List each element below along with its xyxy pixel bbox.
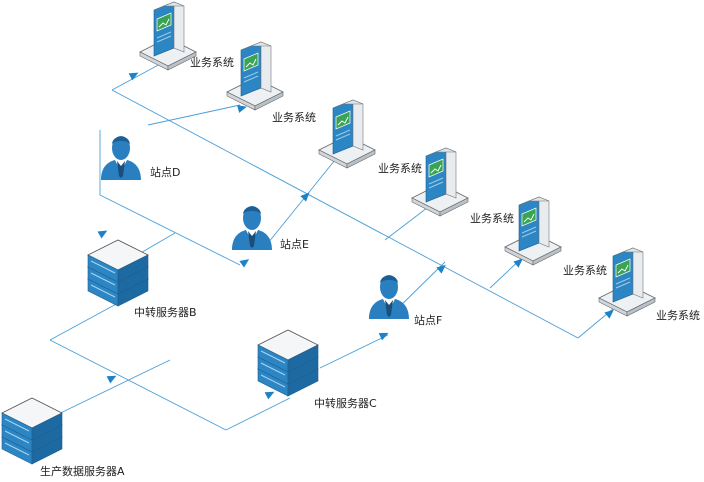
relay-server-c-label: 中转服务器C <box>314 397 377 410</box>
business-system-4-icon <box>411 147 469 217</box>
arrow-b-to-e <box>239 255 252 268</box>
business-system-3-icon <box>318 99 376 169</box>
business-system-1-icon <box>139 1 197 71</box>
relay-server-b-label: 中转服务器B <box>134 306 197 319</box>
source-server-icon <box>2 398 62 464</box>
arrow-d-to-sys1 <box>128 69 141 81</box>
business-system-6-icon <box>598 247 656 317</box>
site-e-label: 站点E <box>280 238 309 251</box>
site-d-label: 站点D <box>150 166 181 179</box>
relay-server-b-icon <box>88 240 148 306</box>
business-system-label-3: 业务系统 <box>378 162 422 175</box>
business-system-label-2: 业务系统 <box>272 111 316 124</box>
business-system-5-icon <box>504 196 562 266</box>
business-system-label-4: 业务系统 <box>470 212 514 225</box>
site-e-person-icon <box>232 206 272 250</box>
business-system-label-1: 业务系统 <box>190 56 234 69</box>
source-server-label: 生产数据服务器A <box>40 465 125 478</box>
business-system-label-5: 业务系统 <box>563 264 607 277</box>
site-f-person-icon <box>369 275 409 319</box>
arrow-b-to-d <box>97 227 110 239</box>
relay-server-c-icon <box>258 330 318 396</box>
business-system-2-icon <box>226 41 284 111</box>
arrow-a-to-c <box>264 388 277 400</box>
site-d-person-icon <box>101 136 141 180</box>
business-system-label-6: 业务系统 <box>656 309 700 322</box>
site-f-label: 站点F <box>414 314 443 327</box>
